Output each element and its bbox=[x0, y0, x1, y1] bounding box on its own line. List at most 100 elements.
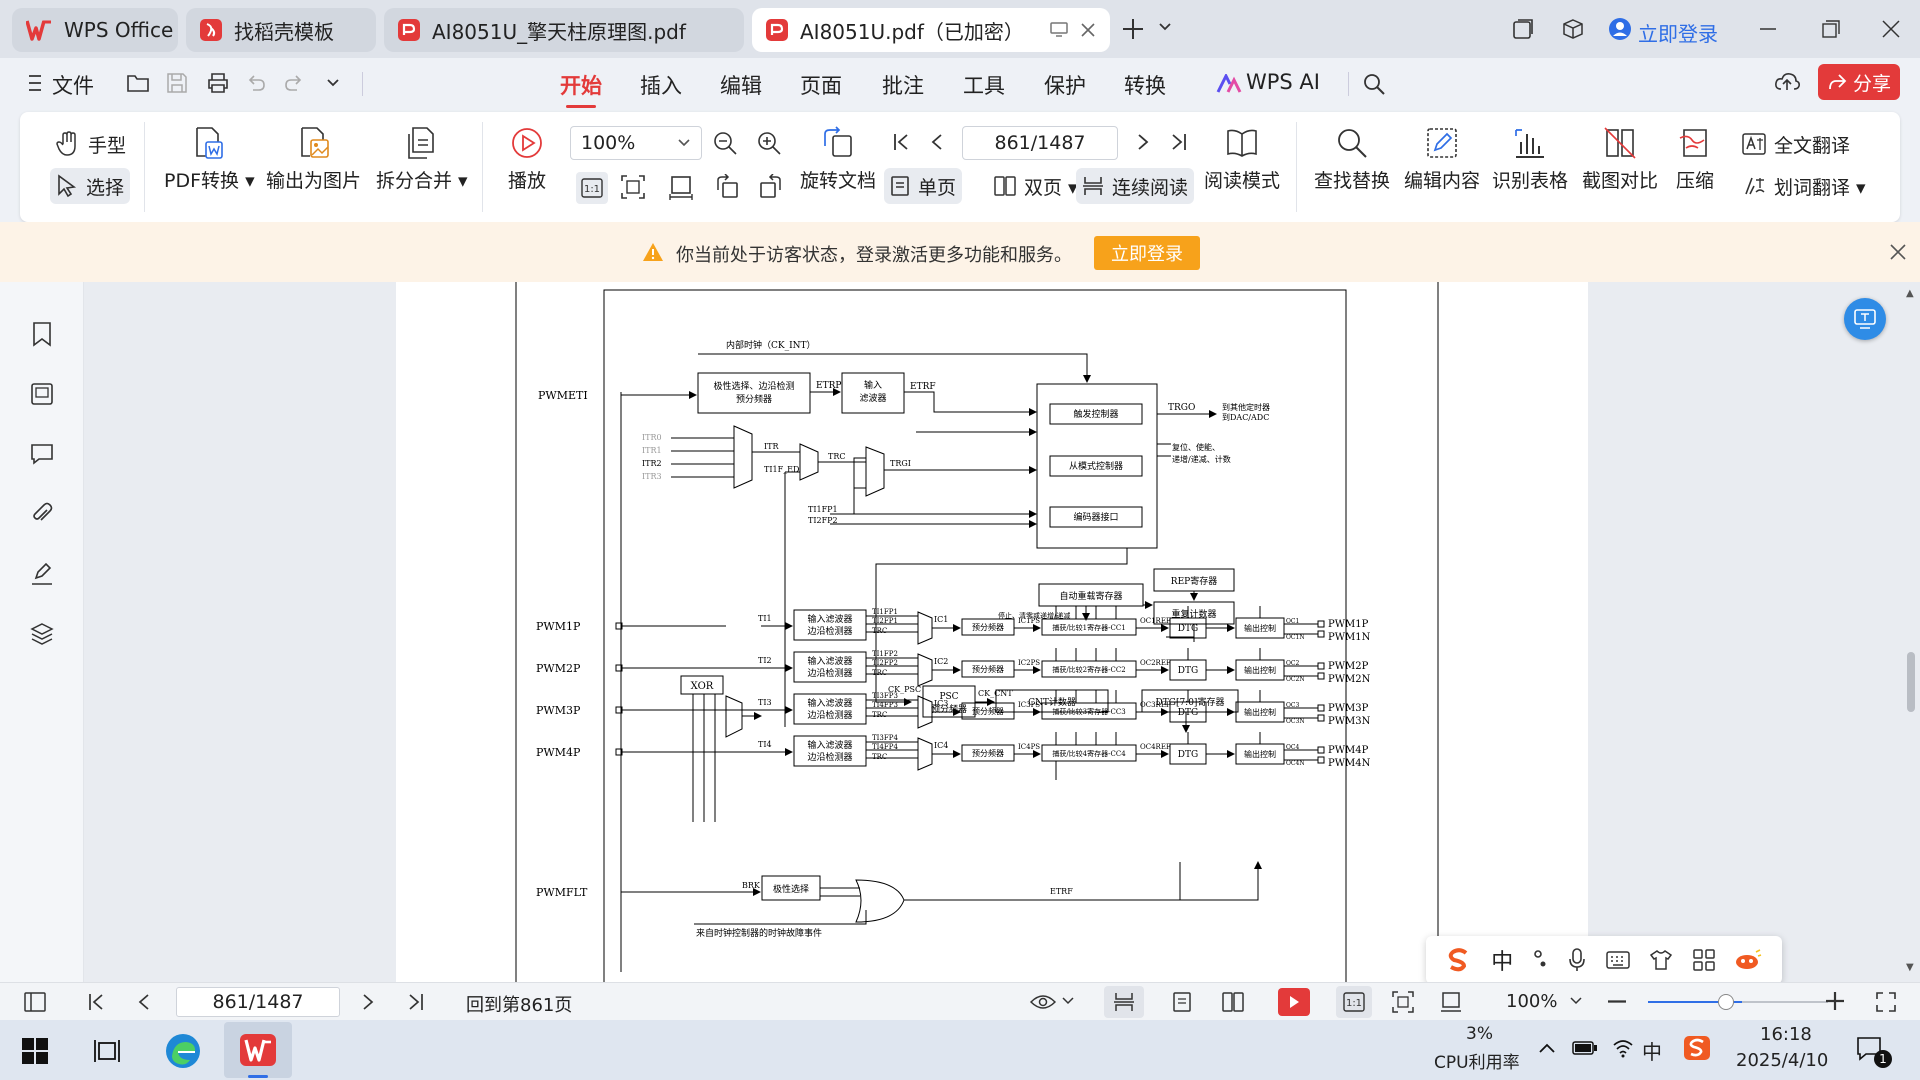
single-page-button[interactable]: 单页 bbox=[884, 168, 963, 204]
restore-icon[interactable] bbox=[1822, 20, 1840, 38]
actual-size-icon[interactable]: 1:1 bbox=[1336, 986, 1372, 1018]
thumbnail-icon[interactable] bbox=[24, 376, 60, 412]
next-page-icon[interactable] bbox=[362, 992, 374, 1012]
status-zoom-value[interactable]: 100% bbox=[1506, 991, 1558, 1012]
status-page-input[interactable]: 861/1487 bbox=[176, 987, 340, 1017]
play-button[interactable]: 播放 bbox=[508, 126, 546, 193]
select-tool-button[interactable]: 选择 bbox=[50, 168, 131, 204]
battery-icon[interactable] bbox=[1572, 1040, 1598, 1056]
tab-insert[interactable]: 插入 bbox=[640, 74, 682, 98]
layers-icon[interactable] bbox=[24, 616, 60, 652]
fit-page-icon[interactable] bbox=[1392, 991, 1414, 1013]
word-translate-button[interactable]: 划词翻译 ▾ bbox=[1736, 168, 1872, 204]
tab-template[interactable]: 找稻壳模板 bbox=[186, 8, 376, 52]
tab-tools[interactable]: 工具 bbox=[963, 74, 1005, 98]
new-tab-icon[interactable] bbox=[1122, 18, 1144, 40]
zoom-select[interactable]: 100% bbox=[570, 126, 702, 160]
next-page-icon[interactable] bbox=[1136, 132, 1150, 152]
notification-center-icon[interactable] bbox=[1856, 1036, 1884, 1062]
full-translate-button[interactable]: 全文翻译 bbox=[1736, 126, 1856, 162]
save-icon[interactable] bbox=[166, 72, 188, 94]
fit-width-icon[interactable] bbox=[1440, 991, 1462, 1013]
vertical-scrollbar[interactable]: ▲ ▼ bbox=[1902, 282, 1920, 982]
last-page-icon[interactable] bbox=[408, 992, 424, 1012]
clock-time[interactable]: 16:18 bbox=[1760, 1024, 1812, 1045]
comment-icon[interactable] bbox=[24, 436, 60, 472]
clock-date[interactable]: 2025/4/10 bbox=[1736, 1050, 1829, 1071]
input-mode-indicator[interactable]: 中 bbox=[1642, 1040, 1662, 1064]
eye-icon[interactable] bbox=[1030, 993, 1056, 1011]
login-link[interactable]: 立即登录 bbox=[1638, 22, 1718, 46]
keyboard-icon[interactable] bbox=[1605, 950, 1630, 970]
window-layout-icon[interactable] bbox=[1512, 18, 1534, 40]
attachment-icon[interactable] bbox=[24, 496, 60, 532]
rotate-left-icon[interactable] bbox=[714, 174, 740, 200]
user-avatar-icon[interactable] bbox=[1608, 17, 1632, 41]
cloud-upload-icon[interactable] bbox=[1774, 70, 1800, 94]
minimize-icon[interactable] bbox=[1760, 28, 1776, 30]
tab-annotate[interactable]: 批注 bbox=[882, 74, 924, 98]
tab-wps-ai[interactable]: WPS AI bbox=[1246, 70, 1320, 94]
hamburger-icon[interactable] bbox=[28, 74, 42, 92]
notice-login-button[interactable]: 立即登录 bbox=[1094, 236, 1200, 270]
double-view-icon[interactable] bbox=[1222, 991, 1244, 1013]
file-menu[interactable]: 文件 bbox=[52, 74, 94, 98]
search-icon[interactable] bbox=[1362, 72, 1386, 96]
play-slideshow-icon[interactable] bbox=[1278, 988, 1310, 1016]
close-window-icon[interactable] bbox=[1882, 20, 1900, 38]
zoom-in-plus-icon[interactable] bbox=[1826, 992, 1844, 1010]
chevron-down-icon[interactable] bbox=[1570, 997, 1582, 1005]
first-page-icon[interactable] bbox=[88, 992, 104, 1012]
share-button[interactable]: 分享 bbox=[1818, 64, 1900, 100]
zoom-slider-track[interactable] bbox=[1648, 1001, 1828, 1003]
fullscreen-icon[interactable] bbox=[1876, 992, 1896, 1012]
single-view-icon[interactable] bbox=[1172, 991, 1192, 1013]
tab-convert[interactable]: 转换 bbox=[1124, 74, 1166, 98]
compress-button[interactable]: 压缩 bbox=[1676, 126, 1714, 193]
page-number-input[interactable]: 861/1487 bbox=[962, 126, 1118, 160]
read-mode-button[interactable]: 阅读模式 bbox=[1204, 126, 1280, 193]
split-merge-button[interactable]: 拆分合并 ▾ bbox=[376, 126, 468, 193]
scroll-up-arrow[interactable]: ▲ bbox=[1906, 288, 1914, 299]
zoom-out-minus-icon[interactable] bbox=[1608, 1000, 1626, 1003]
bookmark-icon[interactable] bbox=[24, 316, 60, 352]
chevron-down-icon[interactable] bbox=[1062, 997, 1074, 1005]
continuous-view-icon[interactable] bbox=[1104, 986, 1144, 1018]
close-notice-icon[interactable] bbox=[1890, 244, 1906, 260]
screenshot-compare-button[interactable]: 截图对比 bbox=[1582, 126, 1658, 193]
zoom-slider-thumb[interactable] bbox=[1718, 994, 1734, 1010]
redo-icon[interactable] bbox=[284, 74, 304, 92]
sogou-tray-icon[interactable] bbox=[1684, 1036, 1710, 1060]
sidebar-toggle-icon[interactable] bbox=[24, 992, 46, 1012]
skin-shirt-icon[interactable] bbox=[1649, 949, 1673, 971]
chevron-up-icon[interactable] bbox=[1538, 1042, 1556, 1054]
mascot-icon[interactable] bbox=[1734, 949, 1762, 971]
open-folder-icon[interactable] bbox=[126, 72, 150, 94]
rotate-right-icon[interactable] bbox=[758, 174, 784, 200]
signature-icon[interactable] bbox=[24, 556, 60, 592]
zoom-out-icon[interactable] bbox=[712, 130, 738, 156]
monitor-icon[interactable] bbox=[1050, 22, 1068, 38]
tab-active-pdf[interactable]: AI8051U.pdf（已加密） bbox=[752, 8, 1110, 52]
cube-icon[interactable] bbox=[1562, 18, 1584, 40]
edit-content-button[interactable]: 编辑内容 bbox=[1404, 126, 1480, 193]
double-page-button[interactable]: 双页 ▾ bbox=[988, 168, 1084, 204]
prev-page-icon[interactable] bbox=[138, 992, 150, 1012]
close-tab-icon[interactable] bbox=[1080, 22, 1096, 38]
ime-chinese-mode[interactable]: 中 bbox=[1491, 950, 1514, 975]
continuous-read-button[interactable]: 连续阅读 bbox=[1076, 168, 1195, 204]
actual-size-icon[interactable]: 1:1 bbox=[576, 172, 608, 204]
last-page-icon[interactable] bbox=[1170, 132, 1188, 152]
prev-page-icon[interactable] bbox=[930, 132, 944, 152]
tab-protect[interactable]: 保护 bbox=[1044, 74, 1086, 98]
rotate-doc-button[interactable]: 旋转文档 bbox=[800, 126, 876, 193]
tab-page[interactable]: 页面 bbox=[800, 74, 842, 98]
find-replace-button[interactable]: 查找替换 bbox=[1314, 126, 1390, 193]
fit-width-icon[interactable] bbox=[668, 174, 694, 200]
wifi-icon[interactable] bbox=[1612, 1038, 1634, 1058]
scroll-thumb[interactable] bbox=[1907, 652, 1915, 712]
zoom-in-icon[interactable] bbox=[756, 130, 782, 156]
floating-translate-button[interactable] bbox=[1844, 298, 1886, 340]
print-icon[interactable] bbox=[206, 72, 230, 94]
